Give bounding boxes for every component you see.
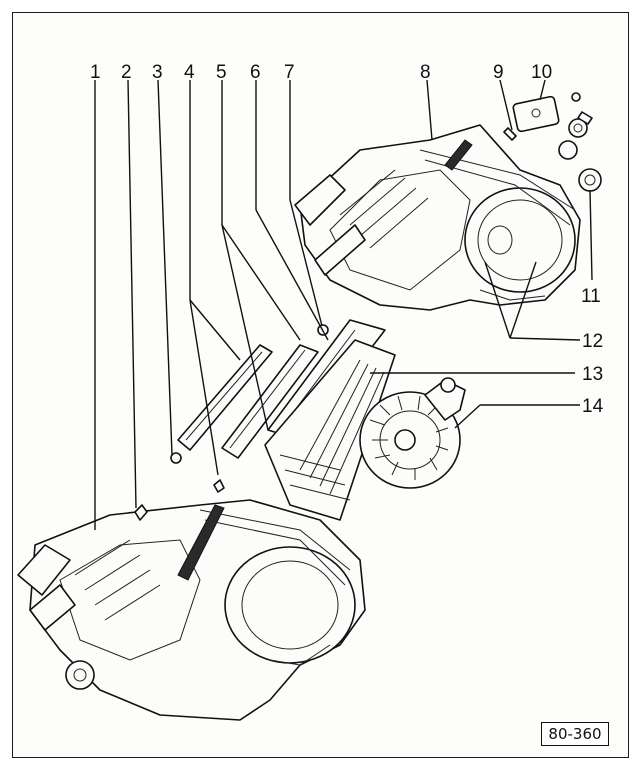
callout-7: 7 [284, 62, 295, 83]
callout-6: 6 [250, 62, 261, 83]
callout-3: 3 [152, 62, 163, 83]
callout-4: 4 [184, 62, 195, 83]
callout-1: 1 [90, 62, 101, 83]
heater-core-13 [264, 339, 396, 521]
callout-14: 14 [582, 396, 604, 417]
figure-id-label: 80-360 [541, 722, 609, 746]
upper-heater-housing [294, 124, 581, 311]
callout-13: 13 [582, 364, 603, 385]
blower-wheel-14 [359, 377, 466, 489]
callout-labels: 1 2 3 4 5 6 7 8 9 10 11 12 13 14 [90, 62, 604, 417]
callout-9: 9 [493, 62, 504, 83]
lower-heater-housing [17, 499, 366, 721]
small-parts-group [503, 92, 602, 192]
cover-plate-5 [221, 344, 319, 459]
callout-11: 11 [581, 286, 601, 307]
callout-10: 10 [531, 62, 552, 83]
leader-lines [94, 79, 593, 530]
callout-8: 8 [420, 62, 431, 83]
callout-12: 12 [582, 331, 603, 352]
cover-plate-4 [177, 344, 273, 451]
callout-2: 2 [121, 62, 132, 83]
callout-5: 5 [216, 62, 227, 83]
